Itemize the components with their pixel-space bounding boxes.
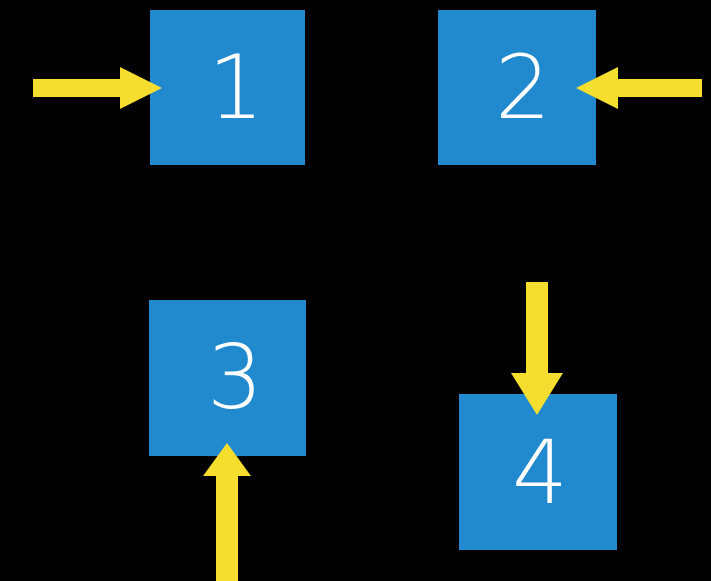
arrow-up-into-box-3-icon (203, 443, 251, 581)
box-1-label: 1 (208, 36, 264, 139)
diagram-box-2[interactable] (438, 10, 596, 165)
arrow-right-into-box-1-icon (33, 67, 162, 109)
diagram-box-1[interactable] (150, 10, 305, 165)
arrow-right-polygon (33, 67, 162, 109)
arrow-up-polygon (203, 443, 251, 581)
diagram-box-3[interactable] (149, 300, 306, 456)
diagram-box-4[interactable] (459, 394, 617, 550)
box-2-label: 2 (495, 36, 551, 139)
box-4-label: 4 (512, 421, 568, 524)
box-3-label: 3 (207, 326, 263, 429)
